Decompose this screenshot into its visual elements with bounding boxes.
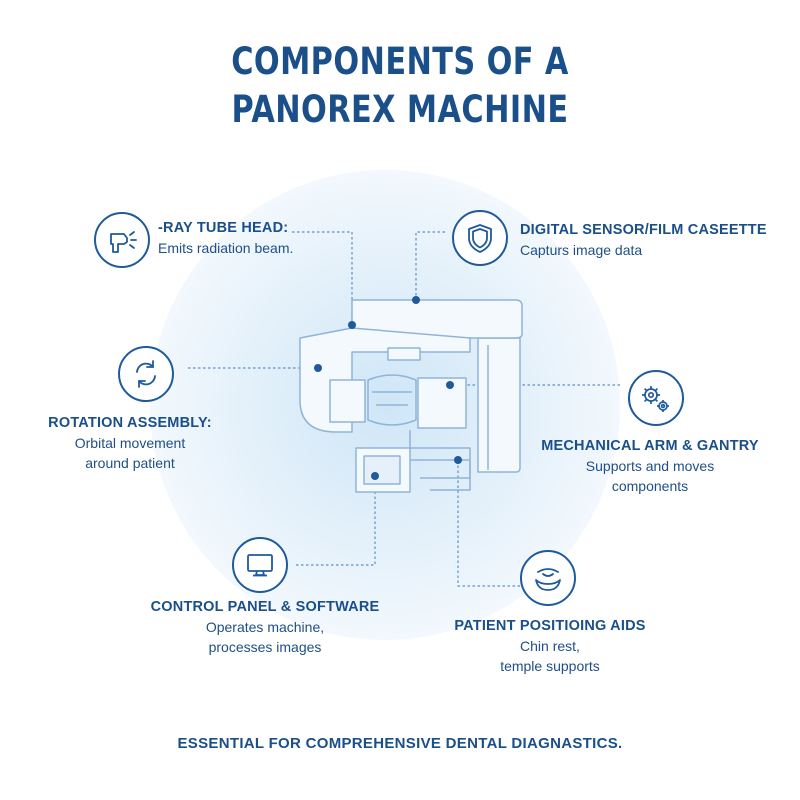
machine-head-ring <box>367 374 417 426</box>
rotation-description-line-1: Orbital movement <box>74 435 186 451</box>
digital-sensor-heading: DIGITAL SENSOR/FILM CASEETTE <box>520 222 767 238</box>
leader-positioning <box>457 460 520 587</box>
label-control-panel: CONTROL PANEL & SOFTWARE Operates machin… <box>150 597 380 657</box>
dot-control-panel <box>371 472 379 480</box>
digital-sensor-description: Capturs image data <box>520 242 643 258</box>
dot-rotation <box>314 364 322 372</box>
machine-chin-rest <box>372 391 412 406</box>
positioning-description-line-1: Chin rest, <box>520 638 580 654</box>
panorex-machine <box>299 299 523 493</box>
page-title-line-1: COMPONENTS OF A <box>231 40 569 83</box>
machine-tube-head <box>329 379 366 423</box>
label-mechanical-arm: MECHANICAL ARM & GANTRY Supports and mov… <box>540 436 760 496</box>
label-xray-tube: -RAY TUBE HEAD: Emits radiation beam. <box>158 218 293 258</box>
connector-dots <box>314 296 462 480</box>
shield-icon <box>452 210 508 266</box>
machine-center-hub <box>387 347 421 361</box>
machine-column <box>477 337 521 473</box>
leader-xray-tube <box>292 231 353 325</box>
dot-xray-tube <box>348 321 356 329</box>
machine-sensor-housing <box>417 377 467 429</box>
positioning-heading: PATIENT POSITIOING AIDS <box>454 618 646 634</box>
monitor-icon <box>232 537 288 593</box>
mechanical-arm-description-line-1: Supports and moves <box>585 458 715 474</box>
control-panel-description-line-2: processes images <box>208 639 322 655</box>
mechanical-arm-heading: MECHANICAL ARM & GANTRY <box>541 438 759 454</box>
machine-vertical-post <box>409 430 471 479</box>
xray-tube-icon <box>94 212 150 268</box>
chin-rest-icon <box>520 550 576 606</box>
leader-lines <box>188 231 620 587</box>
control-panel-heading: CONTROL PANEL & SOFTWARE <box>150 599 380 615</box>
leader-digital-sensor <box>415 231 445 300</box>
machine-top-arm <box>351 299 523 339</box>
label-digital-sensor: DIGITAL SENSOR/FILM CASEETTE Capturs ima… <box>520 220 767 260</box>
dot-positioning <box>454 456 462 464</box>
leader-control-panel <box>296 476 376 566</box>
label-positioning-aids: PATIENT POSITIOING AIDS Chin rest, templ… <box>440 616 660 676</box>
mechanical-arm-description-line-2: components <box>611 478 689 494</box>
dot-digital-sensor <box>412 296 420 304</box>
rotation-description-line-2: around patient <box>85 455 175 471</box>
rotation-heading: ROTATION ASSEMBLY: <box>48 415 212 431</box>
positioning-description-line-2: temple supports <box>500 658 600 674</box>
dot-mechanical-arm <box>446 381 454 389</box>
label-rotation-assembly: ROTATION ASSEMBLY: Orbital movement arou… <box>30 413 230 473</box>
footer-tagline: ESSENTIAL FOR COMPREHENSIVE DENTAL DIAGN… <box>177 735 623 752</box>
xray-tube-description: Emits radiation beam. <box>158 240 294 256</box>
page-title-line-2: PANOREX MACHINE <box>231 88 569 131</box>
machine-control-screen <box>363 455 401 485</box>
gears-icon <box>628 370 684 426</box>
control-panel-description-line-1: Operates machine, <box>205 619 325 635</box>
xray-tube-heading: -RAY TUBE HEAD: <box>158 220 289 236</box>
rotation-arrows-icon <box>118 346 174 402</box>
machine-base-support <box>410 459 471 491</box>
